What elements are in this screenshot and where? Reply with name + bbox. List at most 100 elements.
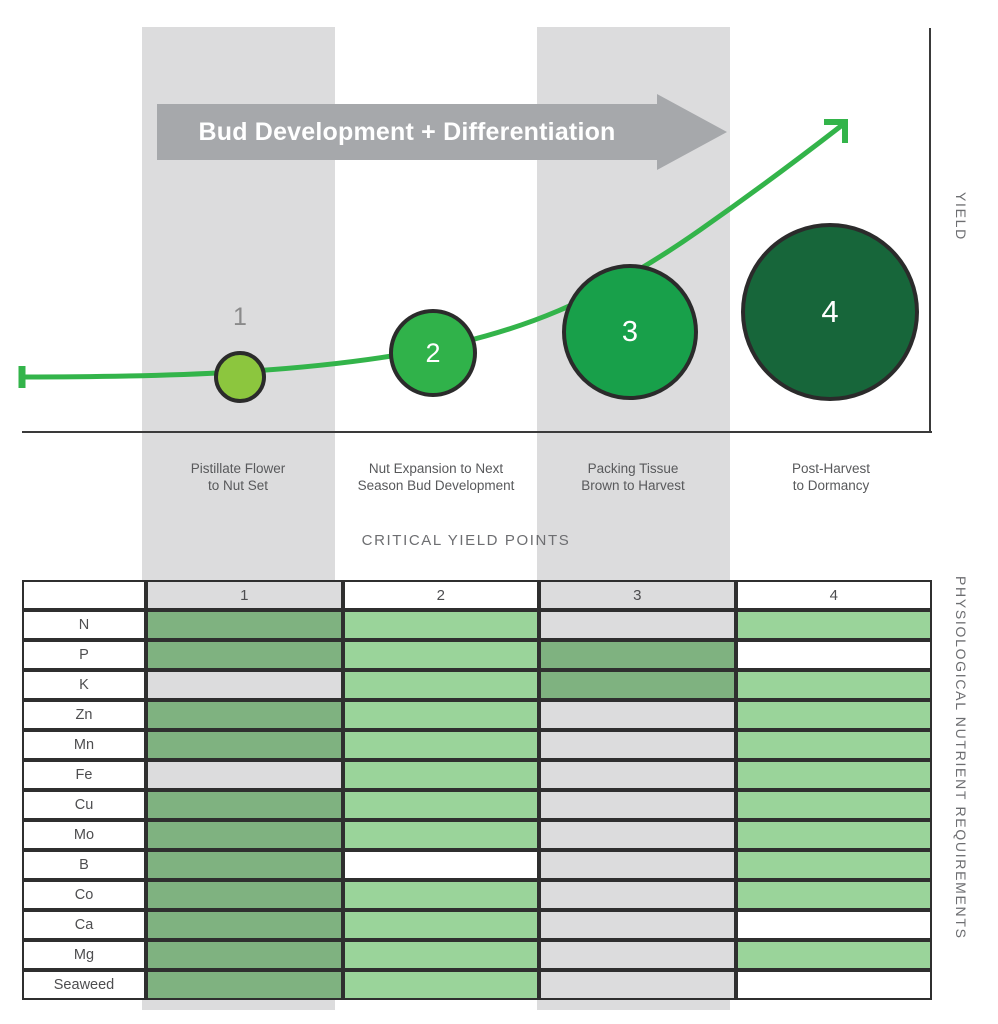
table-column-header-3: 3	[539, 580, 736, 610]
table-column-header-2: 2	[342, 580, 539, 610]
requirement-cell-N-4	[735, 610, 932, 640]
table-row: N	[22, 610, 932, 640]
table-row: B	[22, 850, 932, 880]
requirement-cell-Mn-1	[146, 730, 343, 760]
requirement-cell-Seaweed-1	[146, 970, 343, 1000]
requirement-cell-Co-2	[342, 880, 539, 910]
requirement-cell-Co-1	[146, 880, 343, 910]
table-row: Mg	[22, 940, 932, 970]
table-row: Ca	[22, 910, 932, 940]
stage-1-number: 1	[233, 303, 247, 331]
yield-trend-curve	[18, 119, 848, 388]
critical-yield-points-title: CRITICAL YIELD POINTS	[361, 532, 571, 549]
bud-development-arrow: Bud Development + Differentiation	[157, 94, 727, 170]
requirement-cell-Seaweed-2	[342, 970, 539, 1000]
requirement-cell-Cu-3	[539, 790, 736, 820]
nutrient-label: Fe	[22, 760, 146, 790]
requirement-cell-Mn-2	[342, 730, 539, 760]
table-row: Mn	[22, 730, 932, 760]
yield-axis-label: YIELD	[953, 192, 969, 241]
table-column-header-4: 4	[735, 580, 932, 610]
requirement-cell-N-3	[539, 610, 736, 640]
requirement-cell-Ca-4	[735, 910, 932, 940]
requirement-cell-B-3	[539, 850, 736, 880]
requirement-cell-Cu-4	[735, 790, 932, 820]
requirement-cell-Fe-1	[146, 760, 343, 790]
nutrient-label: Mn	[22, 730, 146, 760]
requirement-cell-Fe-4	[735, 760, 932, 790]
stage-1-caption-line1: Pistillate Flower	[190, 461, 286, 476]
requirement-cell-Fe-2	[342, 760, 539, 790]
requirement-cell-B-2	[342, 850, 539, 880]
stage-1-bubble	[214, 351, 266, 403]
requirement-cell-K-2	[342, 670, 539, 700]
stage-3-number: 3	[621, 315, 639, 348]
requirement-cell-Ca-3	[539, 910, 736, 940]
table-row: Fe	[22, 760, 932, 790]
stage-3-caption-line2: Brown to Harvest	[581, 478, 685, 493]
requirement-cell-Fe-3	[539, 760, 736, 790]
nutrient-label: Mo	[22, 820, 146, 850]
table-row: Zn	[22, 700, 932, 730]
requirement-cell-K-4	[735, 670, 932, 700]
requirement-cell-Mo-1	[146, 820, 343, 850]
nutrient-label: Ca	[22, 910, 146, 940]
stage-3-caption-line1: Packing Tissue	[587, 461, 679, 476]
stage-3-bubble: 3	[562, 264, 698, 400]
nutrient-label: N	[22, 610, 146, 640]
chart-y-axis	[929, 28, 931, 433]
table-row: Cu	[22, 790, 932, 820]
requirement-cell-Seaweed-4	[735, 970, 932, 1000]
requirement-cell-Co-4	[735, 880, 932, 910]
stage-4-bubble: 4	[741, 223, 919, 401]
requirement-cell-Mn-4	[735, 730, 932, 760]
requirement-cell-P-4	[735, 640, 932, 670]
nutrient-label: Cu	[22, 790, 146, 820]
table-row: Seaweed	[22, 970, 932, 1000]
requirement-cell-Mg-1	[146, 940, 343, 970]
requirement-cell-Zn-3	[539, 700, 736, 730]
nutrient-label: Seaweed	[22, 970, 146, 1000]
nutrient-label: K	[22, 670, 146, 700]
table-row: Co	[22, 880, 932, 910]
requirement-cell-Ca-2	[342, 910, 539, 940]
requirement-cell-Mg-3	[539, 940, 736, 970]
stage-2-caption-line2: Season Bud Development	[357, 478, 515, 493]
requirement-cell-B-1	[146, 850, 343, 880]
requirement-cell-Mo-4	[735, 820, 932, 850]
stage-1-caption-line2: to Nut Set	[207, 478, 269, 493]
stage-1-caption: Pistillate Flower to Nut Set	[138, 460, 338, 494]
nutrient-label: B	[22, 850, 146, 880]
requirement-cell-Zn-2	[342, 700, 539, 730]
stage-3-caption: Packing Tissue Brown to Harvest	[533, 460, 733, 494]
stage-2-caption-line1: Nut Expansion to Next	[368, 461, 504, 476]
bud-development-arrow-label: Bud Development + Differentiation	[198, 117, 616, 146]
requirement-cell-Cu-1	[146, 790, 343, 820]
stage-2-number: 2	[425, 337, 441, 368]
requirement-cell-Zn-1	[146, 700, 343, 730]
requirement-cell-Mg-4	[735, 940, 932, 970]
requirement-cell-Mg-2	[342, 940, 539, 970]
table-row: K	[22, 670, 932, 700]
stage-4-caption-line2: to Dormancy	[792, 478, 870, 493]
table-row: P	[22, 640, 932, 670]
requirement-cell-Seaweed-3	[539, 970, 736, 1000]
requirement-cell-P-1	[146, 640, 343, 670]
requirement-cell-Cu-2	[342, 790, 539, 820]
requirement-cell-P-3	[539, 640, 736, 670]
table-row: Mo	[22, 820, 932, 850]
requirement-cell-Ca-1	[146, 910, 343, 940]
nutrient-label: P	[22, 640, 146, 670]
stage-2-bubble: 2	[389, 309, 477, 397]
requirement-cell-P-2	[342, 640, 539, 670]
nutrient-label: Mg	[22, 940, 146, 970]
stage-4-number: 4	[821, 294, 839, 329]
requirement-cell-Co-3	[539, 880, 736, 910]
requirement-cell-Mn-3	[539, 730, 736, 760]
requirement-cell-N-2	[342, 610, 539, 640]
requirement-cell-B-4	[735, 850, 932, 880]
table-column-header-1: 1	[146, 580, 343, 610]
